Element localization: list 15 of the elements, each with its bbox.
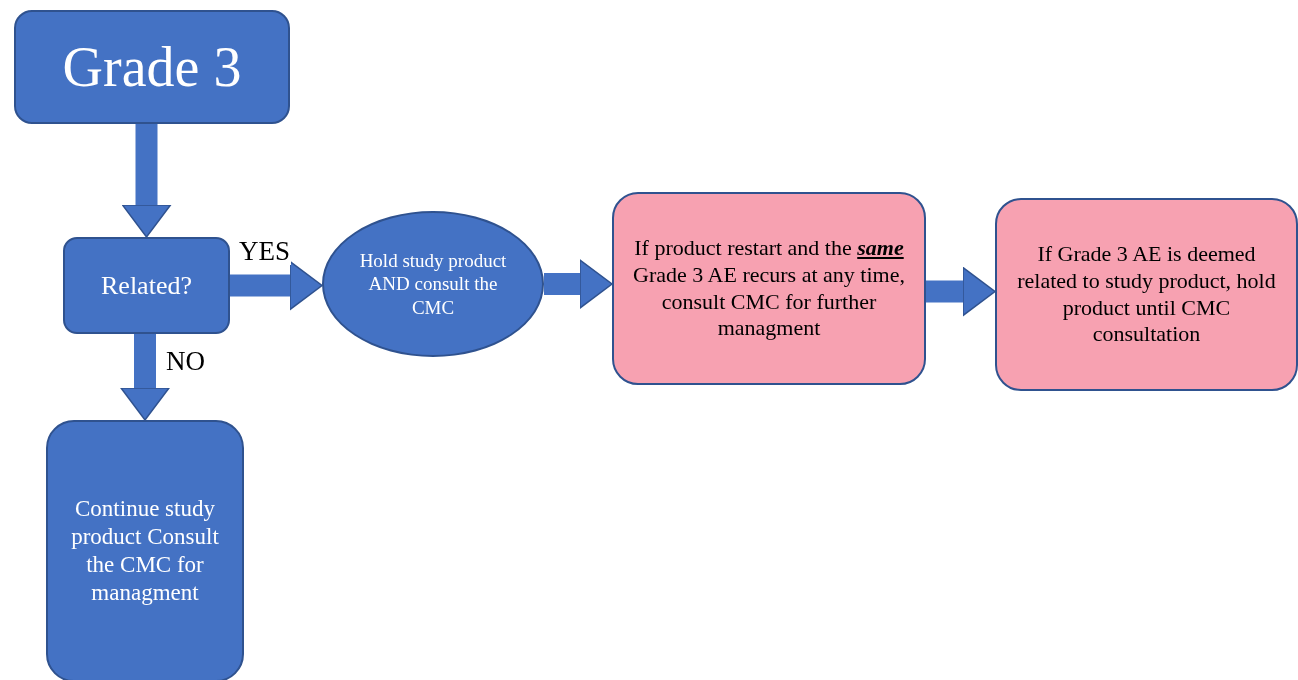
node-text: Continue study product Consult the CMC for managment (70, 494, 220, 608)
block-arrow (544, 259, 613, 309)
block-arrow (121, 124, 172, 238)
block-arrow (120, 334, 170, 421)
decision-box (63, 237, 230, 334)
process-box (14, 10, 290, 124)
block-arrow (230, 260, 323, 311)
node-text: Hold study product AND consult the CMC (358, 249, 508, 319)
process-box (46, 420, 244, 680)
node-text: Related? (101, 269, 192, 302)
process-box (995, 198, 1298, 391)
node-text: If Grade 3 AE is deemed related to study product, hold product until CMC consultation (1016, 240, 1277, 349)
process-box (612, 192, 926, 385)
node-text: Grade 3 (62, 34, 242, 100)
node-text: If product restart and the same Grade 3 AE recurs at any time, consult CMC for further managment (632, 234, 906, 343)
